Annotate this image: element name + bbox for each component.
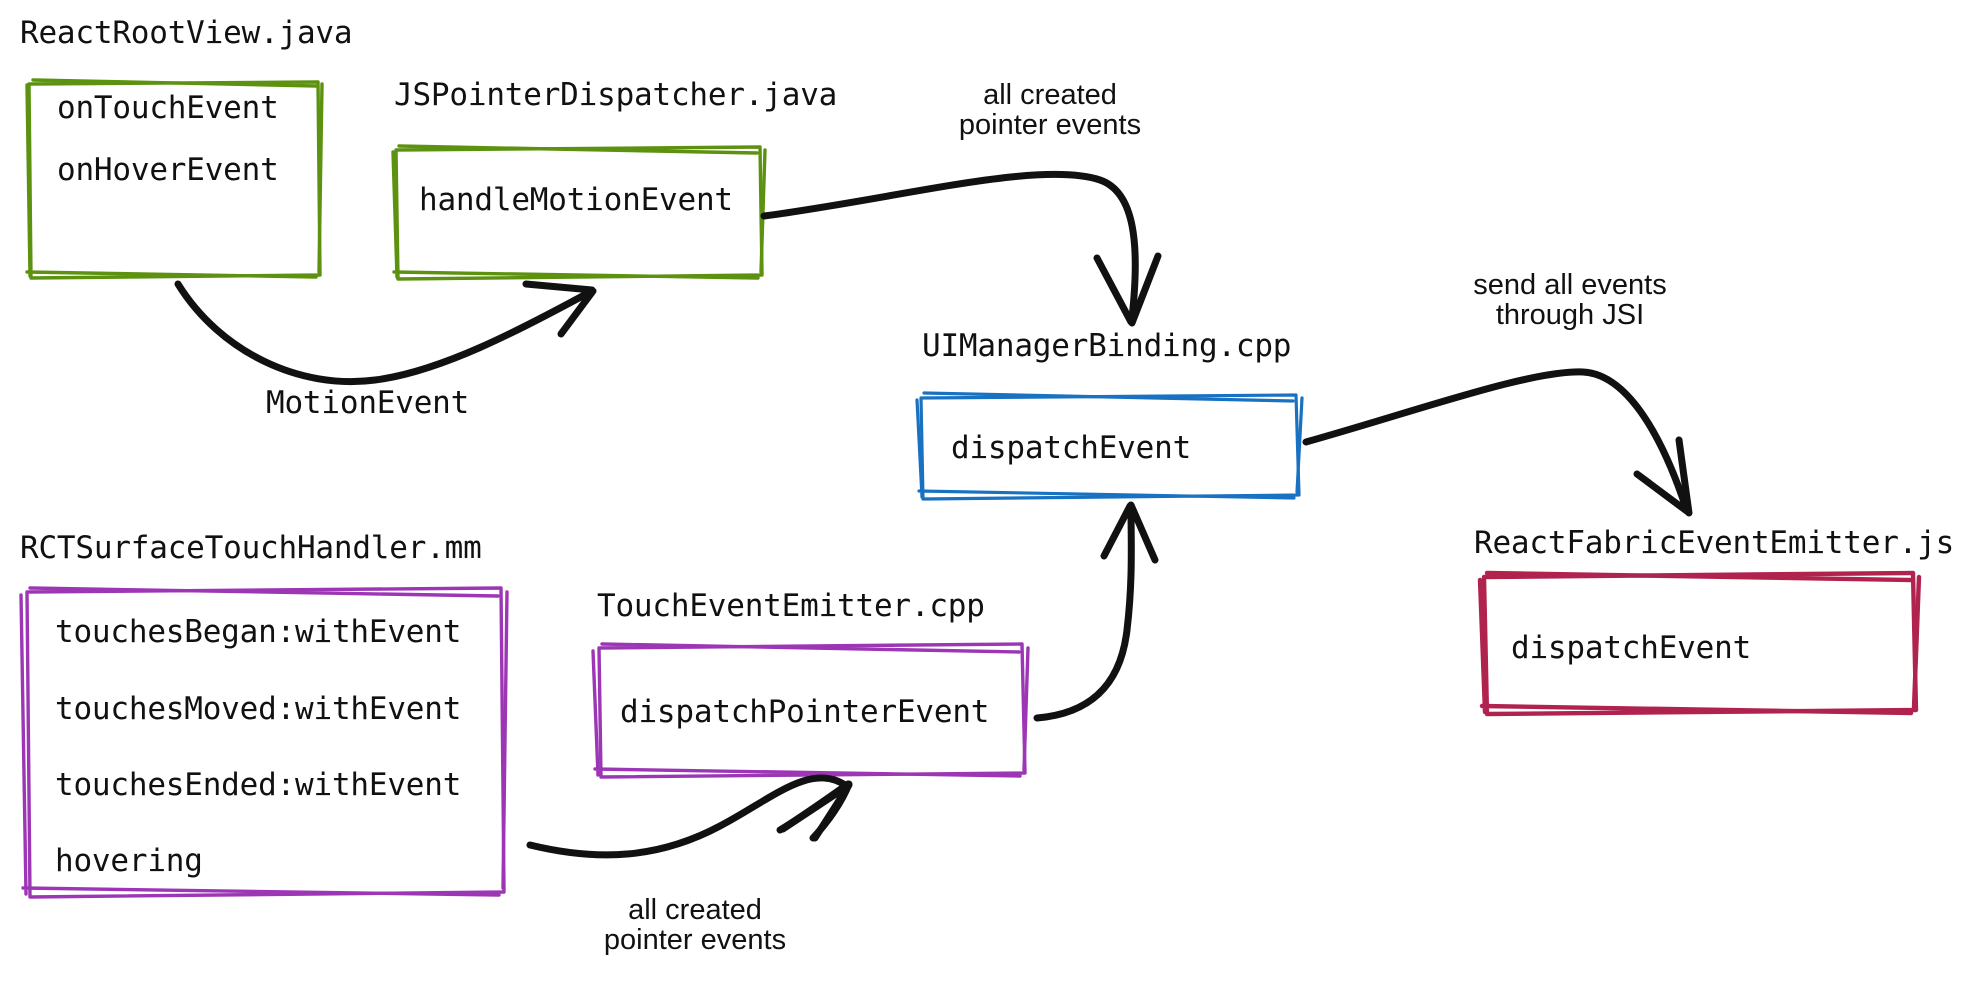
node-item-handle-motion-event[interactable]: handleMotionEvent <box>419 182 733 218</box>
node-item-dispatch-pointer-event[interactable]: dispatchPointerEvent <box>620 694 990 730</box>
node-title-rct-surface-touch-handler: RCTSurfaceTouchHandler.mm <box>20 530 482 566</box>
edge-label-ios-pointer-events: all created pointer events <box>603 894 787 957</box>
node-item-on-hover-event[interactable]: onHoverEvent <box>57 152 279 188</box>
edge-label-through-jsi: send all events through JSI <box>1473 269 1667 332</box>
node-item-on-touch-event[interactable]: onTouchEvent <box>57 90 279 126</box>
arrow-motion-event <box>174 280 597 386</box>
node-title-ui-manager-binding: UIManagerBinding.cpp <box>922 328 1292 364</box>
node-title-js-pointer-dispatcher: JSPointerDispatcher.java <box>394 77 838 113</box>
arrow-emitter-to-binding <box>1033 501 1159 722</box>
node-item-hovering[interactable]: hovering <box>55 843 203 879</box>
arrow-ios-pointer-events <box>526 774 853 859</box>
node-title-react-root-view: ReactRootView.java <box>20 15 353 51</box>
edge-label-android-pointer-events: all created pointer events <box>958 79 1142 142</box>
node-item-touches-began[interactable]: touchesBegan:withEvent <box>55 614 462 650</box>
node-title-touch-event-emitter: TouchEventEmitter.cpp <box>597 588 985 624</box>
arrow-android-pointer-events <box>760 170 1162 327</box>
node-item-touches-ended[interactable]: touchesEnded:withEvent <box>55 767 462 803</box>
node-title-react-fabric-event-emitter: ReactFabricEventEmitter.js <box>1474 525 1955 561</box>
node-item-touches-moved[interactable]: touchesMoved:withEvent <box>55 691 462 727</box>
node-item-dispatch-event-cpp[interactable]: dispatchEvent <box>951 430 1192 466</box>
edge-label-motion-event: MotionEvent <box>266 385 470 421</box>
arrow-through-jsi <box>1302 368 1693 517</box>
node-item-dispatch-event-js[interactable]: dispatchEvent <box>1511 630 1752 666</box>
